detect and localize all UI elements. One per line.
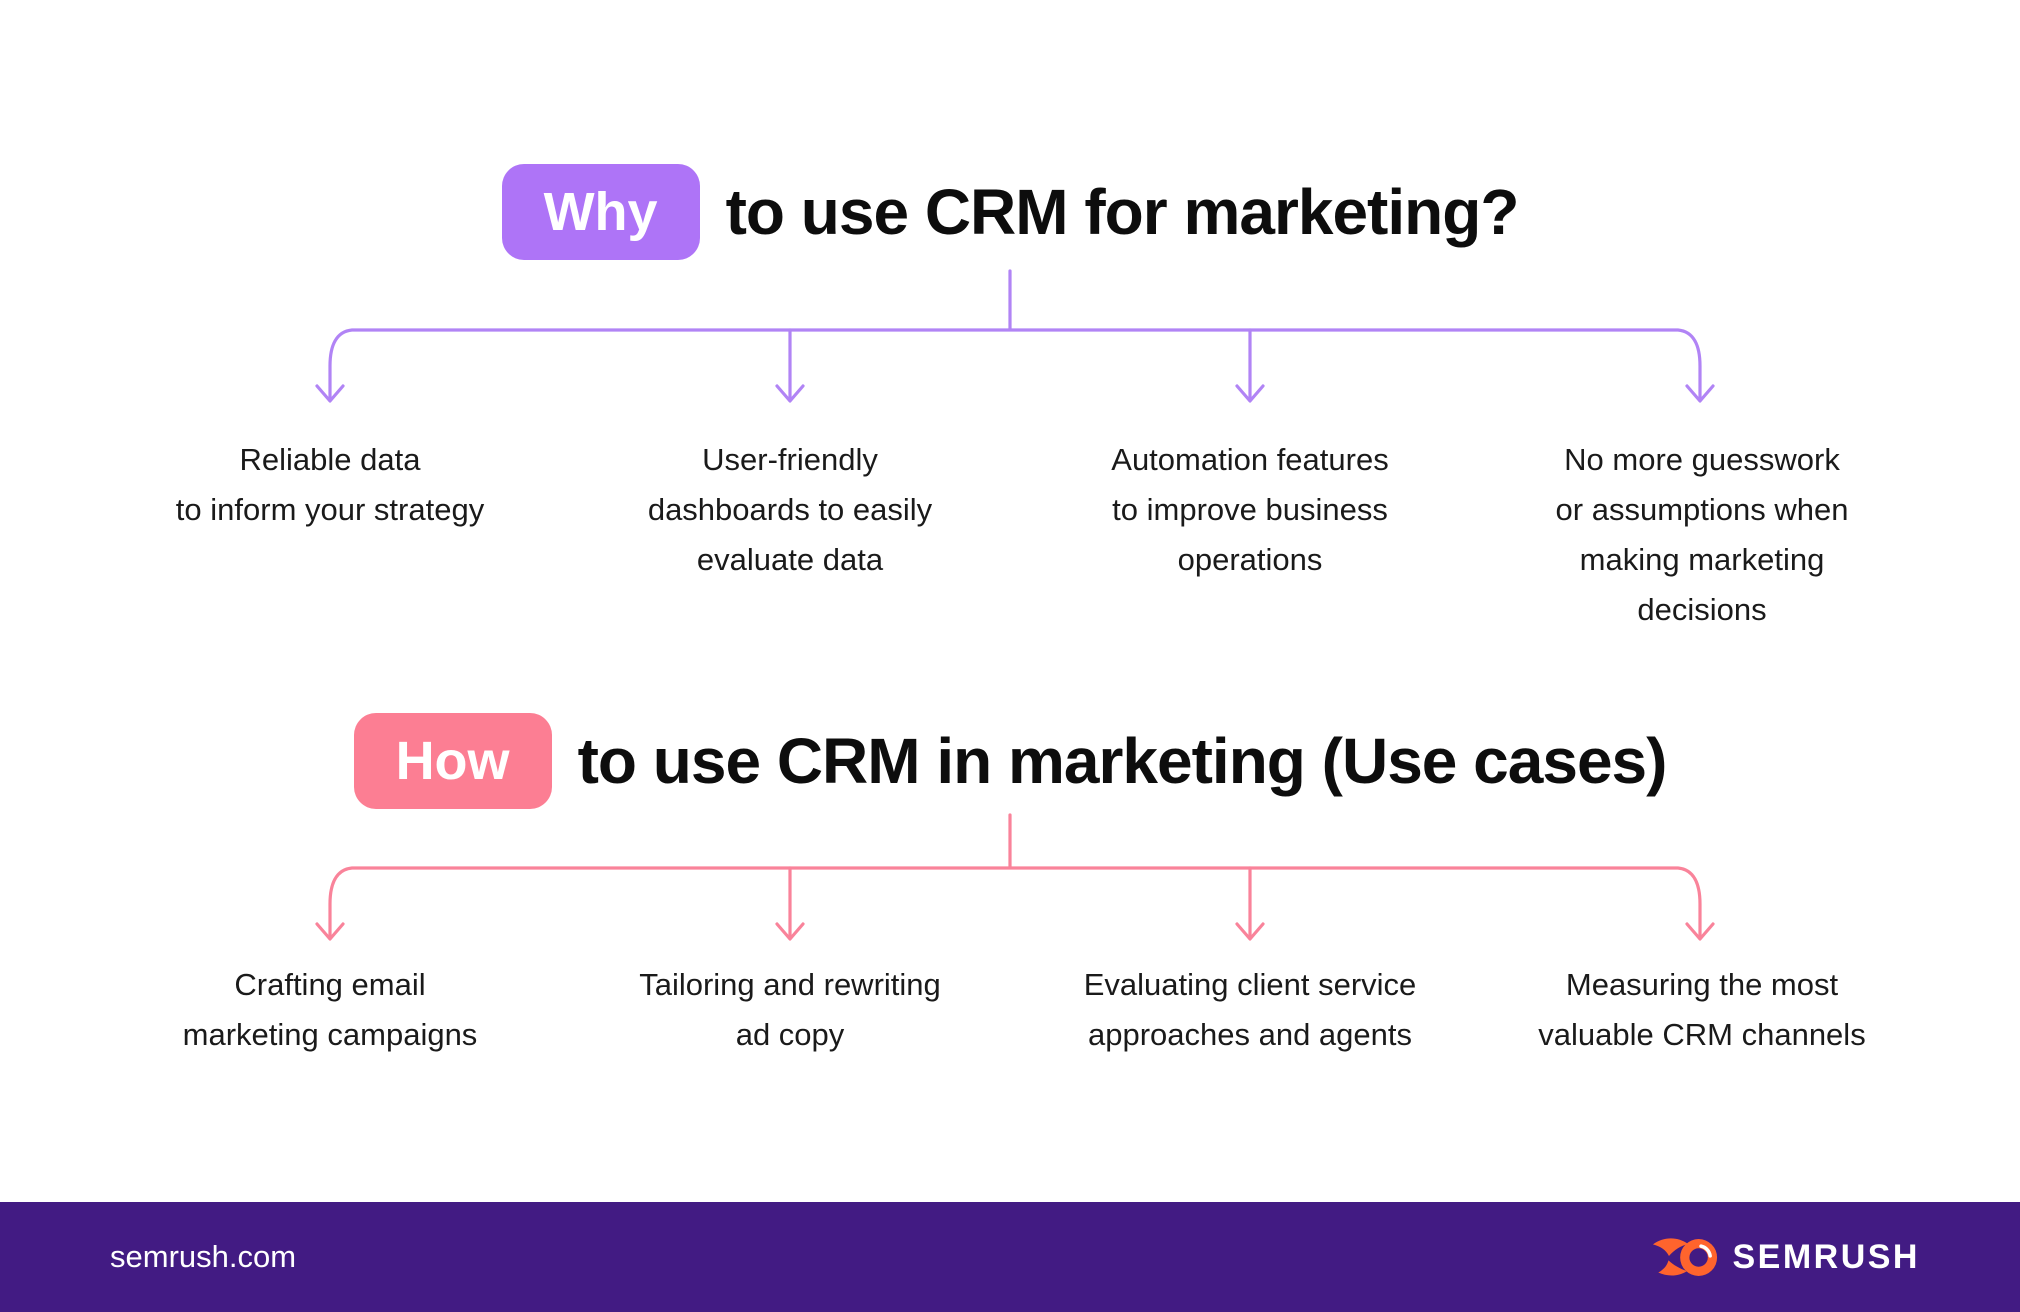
how-item-1: Crafting email marketing campaigns: [182, 967, 478, 1052]
arrowhead-icon: [315, 922, 345, 941]
how-heading-row: How to use CRM in marketing (Use cases): [0, 709, 2020, 813]
how-item-4: Measuring the most valuable CRM channels: [1538, 967, 1866, 1052]
arrowhead-icon: [1685, 384, 1715, 403]
semrush-logo: SEMRUSH: [1651, 1235, 1920, 1280]
arrowhead-icon: [1235, 922, 1265, 941]
how-item-2: Tailoring and rewriting ad copy: [639, 967, 941, 1052]
why-badge: Why: [501, 164, 700, 260]
why-title: to use CRM for marketing?: [725, 176, 1520, 248]
why-heading-row: Why to use CRM for marketing?: [0, 160, 2020, 264]
why-branch-rail: [328, 328, 1702, 402]
why-item-1: Reliable data to inform your strategy: [175, 442, 485, 527]
arrowhead-icon: [775, 384, 805, 403]
how-branch-rail: [328, 866, 1702, 940]
why-item-2: User-friendly dashboards to easily evalu…: [647, 442, 933, 577]
why-item-4: No more guesswork or assumptions when ma…: [1555, 442, 1849, 627]
semrush-flame-icon: [1653, 1237, 1718, 1276]
footer-bar: semrush.com SEMRUSH: [0, 1202, 2020, 1312]
arrowhead-icon: [1235, 384, 1265, 403]
how-title: to use CRM in marketing (Use cases): [577, 725, 1668, 797]
how-item-3: Evaluating client service approaches and…: [1083, 967, 1417, 1052]
how-badge: How: [353, 713, 552, 809]
semrush-logo-text: SEMRUSH: [1732, 1237, 1920, 1276]
arrowhead-icon: [1685, 922, 1715, 941]
why-item-3: Automation features to improve business …: [1111, 442, 1389, 577]
how-connector-tree: [315, 813, 1715, 941]
arrowhead-icon: [775, 922, 805, 941]
arrowhead-icon: [315, 384, 345, 403]
why-connector-tree: [315, 269, 1715, 403]
footer-site-url: semrush.com: [110, 1239, 297, 1274]
